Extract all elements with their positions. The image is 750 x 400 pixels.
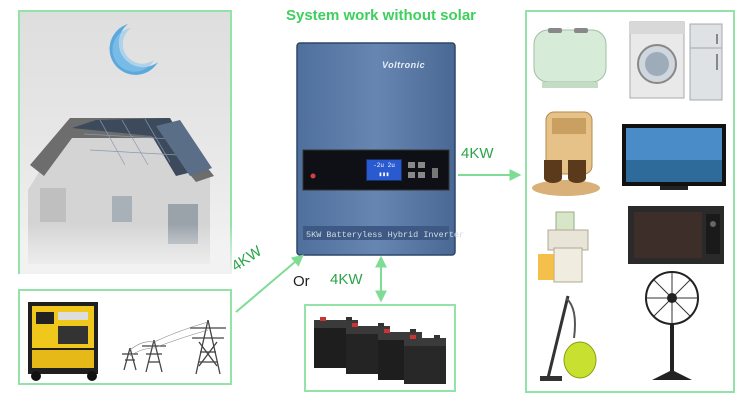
or-label: Or	[293, 273, 310, 290]
output-power-label: 4KW	[461, 145, 494, 162]
battery-bank-icon	[314, 317, 446, 384]
input-arrow	[235, 254, 304, 313]
battery-power-label: 4KW	[330, 271, 363, 288]
juicer-icon	[538, 211, 589, 283]
toaster-icon	[533, 28, 607, 88]
house-illustration	[20, 118, 232, 274]
lcd-line: ▮▮▮	[378, 171, 390, 178]
coffee-maker-icon	[532, 111, 600, 196]
power-grid-icon	[122, 319, 226, 375]
microwave-icon	[628, 206, 724, 264]
vacuum-cleaner-icon	[540, 295, 597, 381]
diesel-generator-icon	[28, 302, 98, 381]
standing-fan-icon	[645, 271, 699, 380]
inverter-brand-logo: Voltronic	[382, 60, 426, 70]
washing-machine-icon	[629, 21, 685, 99]
lcd-line: -2u 2u	[373, 162, 395, 169]
moon-icon	[109, 24, 158, 75]
inverter-model-label: 5KW Batteryless Hybrid Inverter	[306, 230, 465, 240]
diagram-title: System work without solar	[285, 7, 477, 24]
refrigerator-icon	[689, 23, 723, 101]
inverter-lcd-display: -2u 2u ▮▮▮	[366, 159, 402, 181]
television-icon	[622, 124, 726, 190]
flow-arrows	[235, 169, 522, 313]
hybrid-inverter	[296, 42, 456, 256]
